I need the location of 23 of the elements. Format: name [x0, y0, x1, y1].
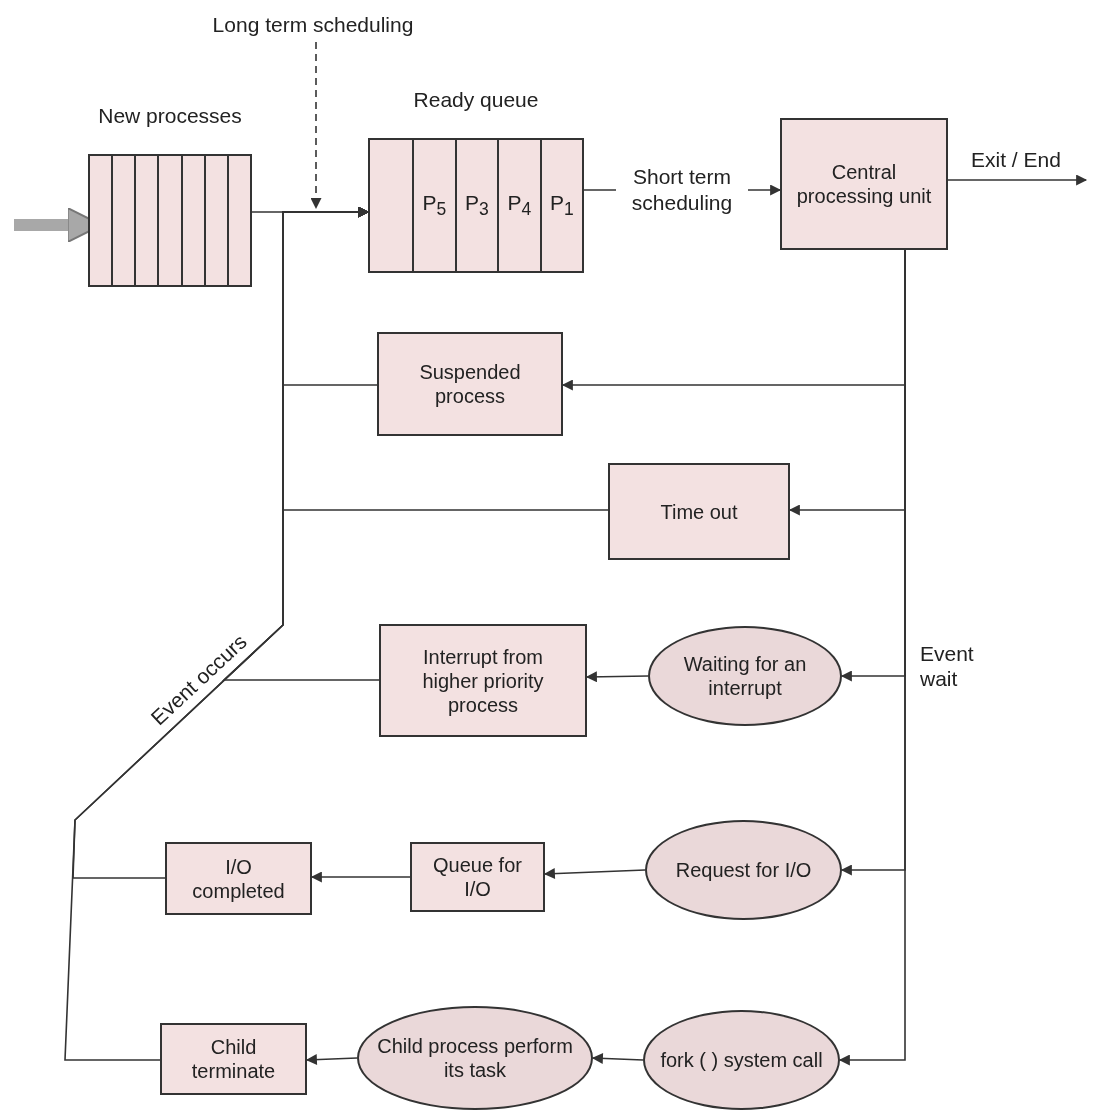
- queue-heading: New processes: [97, 104, 243, 128]
- process-label: P$_{4}$: [507, 190, 532, 221]
- arrow: [64, 206, 370, 1061]
- process-ellipse: Waiting for an interrupt: [648, 626, 842, 726]
- process-box: Queue for I/O: [410, 842, 545, 912]
- process-ellipse: Request for I/O: [645, 820, 842, 920]
- process-ellipse: Child process perform its task: [357, 1006, 593, 1110]
- process-box: Suspended process: [377, 332, 563, 436]
- process-label: P$_{3}$: [464, 190, 489, 221]
- process-label: P$_{5}$: [422, 190, 447, 221]
- process-box: Central processing unit: [780, 118, 948, 250]
- process-box: I/O completed: [165, 842, 312, 915]
- process-label: P$_{1}$: [549, 190, 574, 221]
- process-ellipse: fork ( ) system call: [643, 1010, 840, 1110]
- process-box: Child terminate: [160, 1023, 307, 1095]
- process-box: Time out: [608, 463, 790, 560]
- process-box: Interrupt from higher priority process: [379, 624, 587, 737]
- arrow: [591, 1052, 644, 1064]
- note-text: Event wait: [920, 641, 975, 692]
- annotation-text: Long term scheduling: [182, 8, 444, 42]
- queue-heading: Ready queue: [412, 88, 540, 112]
- dashed-arrow: [310, 41, 322, 210]
- arrow: [947, 174, 1088, 186]
